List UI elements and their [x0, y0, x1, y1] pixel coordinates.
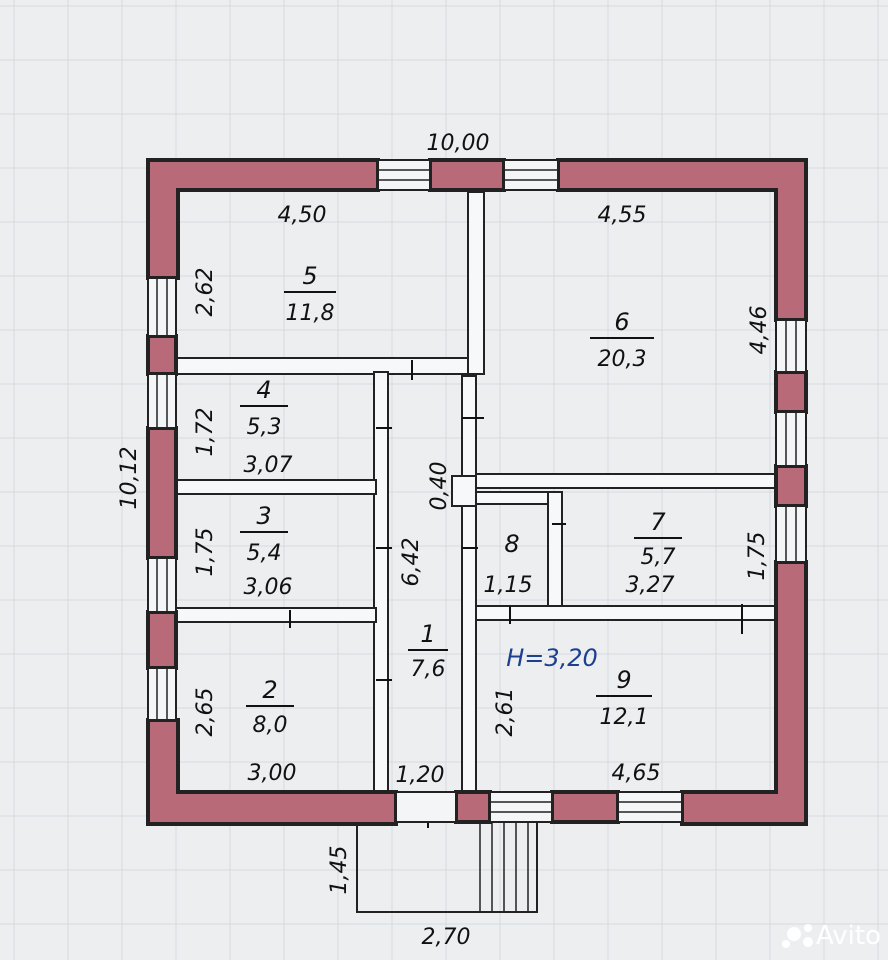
room-6-width: 4,55	[598, 203, 647, 228]
door-openings	[289, 360, 743, 828]
room-8-number: 8	[504, 530, 519, 558]
room-1-area: 7,6	[411, 657, 446, 682]
overall-width-label: 10,00	[427, 131, 490, 156]
ceiling-height-label: H=3,20	[506, 644, 598, 672]
room-9-depth: 2,61	[493, 688, 518, 737]
room-5-area: 11,8	[286, 301, 335, 326]
room-9-number: 9	[616, 666, 631, 694]
room-6-area: 20,3	[598, 347, 647, 372]
room-9-width: 4,65	[612, 761, 661, 786]
room-2-depth: 2,65	[193, 688, 218, 737]
room-2-width: 3,00	[248, 761, 297, 786]
room-7-depth: 1,75	[745, 532, 770, 581]
room-6-number: 6	[614, 308, 629, 336]
watermark-text: Avito	[816, 921, 881, 951]
room-4-area: 5,3	[247, 415, 282, 440]
room-7-width: 3,27	[626, 573, 675, 598]
room-4-number: 4	[256, 376, 271, 404]
entrance-width: 1,20	[396, 763, 445, 788]
room-9-area: 12,1	[600, 705, 649, 730]
exterior-walls	[146, 158, 808, 826]
avito-logo-icon	[787, 927, 801, 941]
porch	[356, 819, 538, 913]
room-3-number: 3	[256, 502, 271, 530]
corridor-gap: 0,40	[427, 462, 452, 511]
right-side-dim: 4,46	[747, 306, 772, 355]
room-5-depth: 2,62	[193, 268, 218, 317]
room-8-width: 1,15	[484, 573, 533, 598]
corridor-length: 6,42	[399, 538, 424, 587]
porch-width: 2,70	[422, 925, 471, 950]
room-7-number: 7	[650, 508, 666, 536]
room-3-depth: 1,75	[193, 528, 218, 577]
porch-steps	[479, 820, 529, 912]
windows	[147, 159, 807, 823]
room-4-width: 3,07	[244, 453, 293, 478]
avito-watermark: Avito	[782, 921, 881, 951]
room-4-depth: 1,72	[193, 408, 218, 457]
room-3-width: 3,06	[244, 575, 293, 600]
room-1-number: 1	[420, 620, 435, 648]
room-2-area: 8,0	[253, 713, 288, 738]
room-3-area: 5,4	[247, 541, 282, 566]
room-7-area: 5,7	[641, 545, 676, 570]
room-5-number: 5	[302, 262, 317, 290]
room-2-number: 2	[262, 676, 277, 704]
overall-depth-label: 10,12	[117, 447, 142, 510]
room-5-width: 4,50	[278, 203, 327, 228]
porch-depth: 1,45	[327, 846, 352, 895]
